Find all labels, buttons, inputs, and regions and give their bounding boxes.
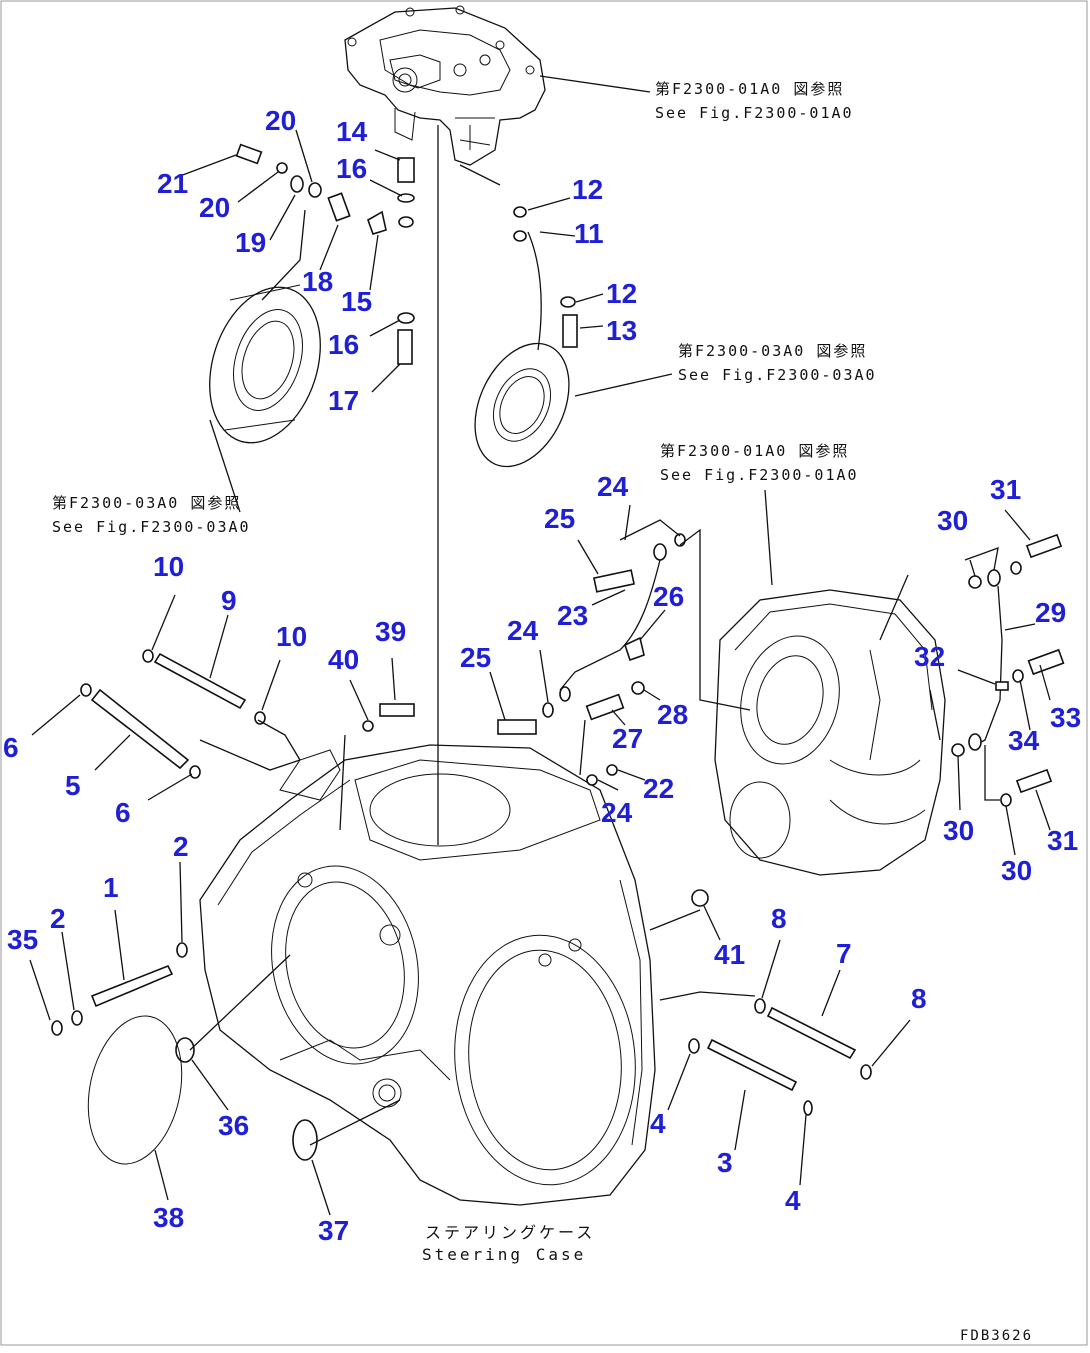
callout-27: 27 bbox=[612, 723, 643, 754]
ref-right-cover-en: See Fig.F2300-01A0 bbox=[660, 466, 859, 484]
callout-20b: 20 bbox=[199, 192, 230, 223]
callout-22: 22 bbox=[643, 773, 674, 804]
callout-41: 41 bbox=[714, 939, 745, 970]
control-valve-drawing bbox=[344, 5, 546, 166]
ref-top-jp: 第F2300-01A0 図参照 bbox=[655, 80, 844, 98]
callout-38: 38 bbox=[153, 1202, 184, 1233]
callout-35: 35 bbox=[7, 924, 38, 955]
callout-14: 14 bbox=[336, 116, 368, 147]
callout-7: 7 bbox=[836, 938, 852, 969]
callout-20a: 20 bbox=[265, 105, 296, 136]
callout-28: 28 bbox=[657, 699, 688, 730]
callout-6a: 6 bbox=[3, 732, 19, 763]
leader-lines bbox=[29, 75, 1051, 1216]
callout-numbers: 1 2 2 3 4 4 5 6 6 7 8 8 9 10 10 11 12 12… bbox=[3, 105, 1081, 1246]
callout-36: 36 bbox=[218, 1110, 249, 1141]
callout-2a: 2 bbox=[173, 831, 189, 862]
callout-8b: 8 bbox=[911, 983, 927, 1014]
callout-40: 40 bbox=[328, 644, 359, 675]
callout-25b: 25 bbox=[460, 642, 491, 673]
callout-32: 32 bbox=[914, 641, 945, 672]
callout-24b: 24 bbox=[507, 615, 539, 646]
callout-8a: 8 bbox=[771, 903, 787, 934]
callout-15: 15 bbox=[341, 286, 372, 317]
callout-18: 18 bbox=[302, 266, 333, 297]
callout-5: 5 bbox=[65, 770, 81, 801]
callout-17: 17 bbox=[328, 385, 359, 416]
steering-case-drawing bbox=[199, 744, 656, 1206]
middle-cover-drawing bbox=[474, 342, 570, 468]
callout-24a: 24 bbox=[597, 471, 629, 502]
callout-30a: 30 bbox=[937, 505, 968, 536]
callout-33: 33 bbox=[1050, 702, 1081, 733]
small-parts bbox=[51, 143, 1065, 1165]
callout-31a: 31 bbox=[990, 474, 1021, 505]
callout-12b: 12 bbox=[606, 278, 637, 309]
callout-1: 1 bbox=[103, 872, 119, 903]
case-label-jp: ステアリングケース bbox=[425, 1223, 595, 1242]
callout-24c: 24 bbox=[601, 797, 633, 828]
ref-right-cover-jp: 第F2300-01A0 図参照 bbox=[660, 442, 849, 460]
callout-9: 9 bbox=[221, 585, 237, 616]
callout-10a: 10 bbox=[153, 551, 184, 582]
callout-30c: 30 bbox=[1001, 855, 1032, 886]
callout-2b: 2 bbox=[50, 903, 66, 934]
callout-21: 21 bbox=[157, 168, 188, 199]
right-housing-drawing bbox=[714, 589, 946, 876]
ref-top-en: See Fig.F2300-01A0 bbox=[655, 104, 854, 122]
callout-29: 29 bbox=[1035, 597, 1066, 628]
callout-4b: 4 bbox=[785, 1185, 801, 1216]
callout-31b: 31 bbox=[1047, 825, 1078, 856]
ref-left-en: See Fig.F2300-03A0 bbox=[52, 518, 251, 536]
callout-37: 37 bbox=[318, 1215, 349, 1246]
callout-19: 19 bbox=[235, 227, 266, 258]
callout-6b: 6 bbox=[115, 797, 131, 828]
callout-39: 39 bbox=[375, 616, 406, 647]
ref-mid-right-en: See Fig.F2300-03A0 bbox=[678, 366, 877, 384]
ref-left-jp: 第F2300-03A0 図参照 bbox=[52, 494, 241, 512]
callout-34: 34 bbox=[1008, 725, 1040, 756]
callout-10b: 10 bbox=[276, 621, 307, 652]
reference-notes: 第F2300-01A0 図参照 See Fig.F2300-01A0 第F230… bbox=[52, 80, 1033, 1344]
callout-12a: 12 bbox=[572, 174, 603, 205]
callout-4a: 4 bbox=[650, 1108, 666, 1139]
figure-code: FDB3626 bbox=[960, 1328, 1033, 1344]
callout-23: 23 bbox=[557, 600, 588, 631]
callout-25a: 25 bbox=[544, 503, 575, 534]
callout-16b: 16 bbox=[328, 329, 359, 360]
callout-16a: 16 bbox=[336, 153, 367, 184]
callout-3: 3 bbox=[717, 1147, 733, 1178]
case-label-en: Steering Case bbox=[422, 1245, 586, 1264]
callout-30b: 30 bbox=[943, 815, 974, 846]
callout-13: 13 bbox=[606, 315, 637, 346]
ref-mid-right-jp: 第F2300-03A0 図参照 bbox=[678, 342, 867, 360]
callout-11: 11 bbox=[574, 218, 604, 249]
callout-26: 26 bbox=[653, 581, 684, 612]
left-cover-drawing bbox=[209, 284, 321, 444]
